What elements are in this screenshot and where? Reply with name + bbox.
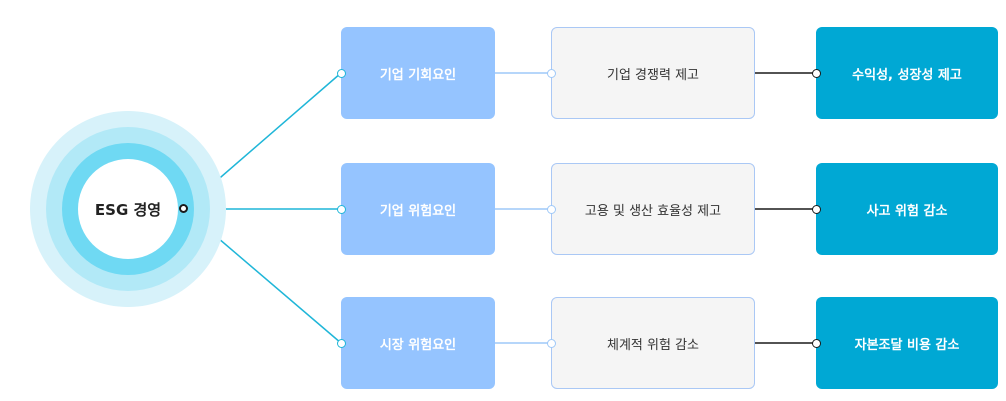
factor-box-row1: 기업 기회요인 [341,27,495,119]
factor-box-row2: 기업 위험요인 [341,163,495,255]
center-circle [78,159,178,259]
center-dot [179,204,188,213]
effect-box-row3: 체계적 위험 감소 [551,297,755,389]
factor-dot-row2 [337,205,346,214]
center-label: ESG 경영 [94,200,162,219]
result-dot-row1 [812,69,821,78]
result-dot-row3 [812,339,821,348]
factor-dot-row1 [337,69,346,78]
result-box-row1: 수익성, 성장성 제고 [816,27,998,119]
result-box-row2: 사고 위험 감소 [816,163,998,255]
effect-dot-row3 [547,339,556,348]
factor-box-row3: 시장 위험요인 [341,297,495,389]
result-dot-row2 [812,205,821,214]
result-box-row3: 자본조달 비용 감소 [816,297,998,389]
effect-dot-row1 [547,69,556,78]
effect-box-row1: 기업 경쟁력 제고 [551,27,755,119]
factor-dot-row3 [337,339,346,348]
effect-dot-row2 [547,205,556,214]
effect-box-row2: 고용 및 생산 효율성 제고 [551,163,755,255]
